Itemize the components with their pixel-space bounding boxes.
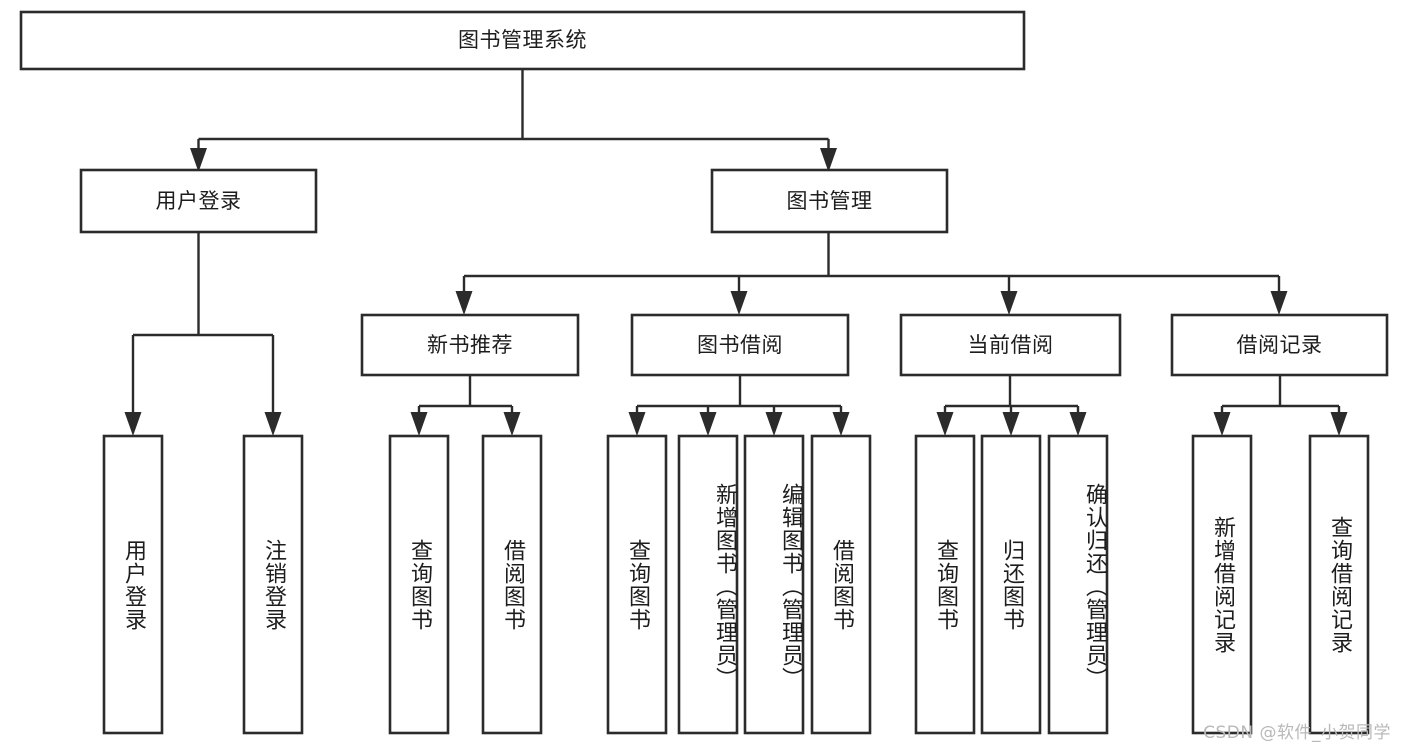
node-box-leaf-logout[interactable] <box>242 434 304 735</box>
arrow-head-book-manage <box>820 148 837 172</box>
arrow-head-borrow-record <box>1270 291 1288 315</box>
arrow-head-leaf-br-query <box>1330 412 1348 436</box>
arrow-head-book-borrow <box>730 291 748 315</box>
arrow-head-leaf-cb-return <box>1002 412 1020 436</box>
arrow-head-leaf-bb-edit <box>765 412 783 436</box>
arrow-head-current-borrow <box>1000 291 1018 315</box>
arrow-head-user-login <box>190 148 207 172</box>
arrow-head-leaf-bb-add <box>699 412 717 436</box>
node-box-leaf-br-query-record[interactable] <box>1308 434 1370 735</box>
connector-book-manage-to-level3 <box>462 232 1281 303</box>
arrow-head-leaf-nbr-borrow <box>503 412 521 436</box>
node-box-leaf-user-login[interactable] <box>102 434 164 735</box>
connector-book-borrow-to-leaves <box>635 375 843 424</box>
connector-root-to-level2 <box>197 69 830 158</box>
connector-user-login-to-leaves <box>131 232 275 424</box>
watermark-text: CSDN @软件_小贺同学 <box>1203 723 1391 743</box>
arrow-head-leaf-logout <box>264 412 282 436</box>
arrow-head-leaf-user-login <box>124 412 142 436</box>
connector-new-book-recommend-to-leaves <box>417 375 514 424</box>
arrow-head-new-book-recommend <box>455 291 473 315</box>
connector-borrow-record-to-leaves <box>1220 375 1341 424</box>
node-box-book-manage[interactable] <box>710 168 949 234</box>
node-box-leaf-nbr-query-book[interactable] <box>388 434 450 735</box>
arrow-head-leaf-bb-borrow <box>832 412 850 436</box>
node-box-leaf-bb-borrow-book[interactable] <box>810 434 872 735</box>
node-box-leaf-nbr-borrow-book[interactable] <box>481 434 543 735</box>
arrow-head-leaf-nbr-query <box>410 412 428 436</box>
node-box-leaf-br-add-record[interactable] <box>1191 434 1253 735</box>
node-box-leaf-bb-edit-book[interactable] <box>743 434 805 735</box>
node-box-leaf-bb-query-book[interactable] <box>606 434 668 735</box>
node-box-root[interactable] <box>19 10 1026 71</box>
node-box-current-borrow[interactable] <box>899 313 1122 377</box>
node-box-book-borrow[interactable] <box>630 313 850 377</box>
arrow-head-leaf-br-add <box>1213 412 1231 436</box>
node-box-user-login[interactable] <box>79 168 318 234</box>
arrow-head-leaf-cb-query <box>936 412 954 436</box>
node-box-leaf-cb-return-book[interactable] <box>980 434 1042 735</box>
node-box-new-book-recommend[interactable] <box>360 313 580 377</box>
node-box-borrow-record[interactable] <box>1170 313 1389 377</box>
arrow-head-leaf-cb-confirm <box>1069 412 1087 436</box>
node-box-leaf-cb-query-book[interactable] <box>914 434 976 735</box>
arrow-head-leaf-bb-query <box>628 412 646 436</box>
node-box-leaf-cb-confirm-return[interactable] <box>1047 434 1109 735</box>
node-box-leaf-bb-add-book[interactable] <box>677 434 739 735</box>
